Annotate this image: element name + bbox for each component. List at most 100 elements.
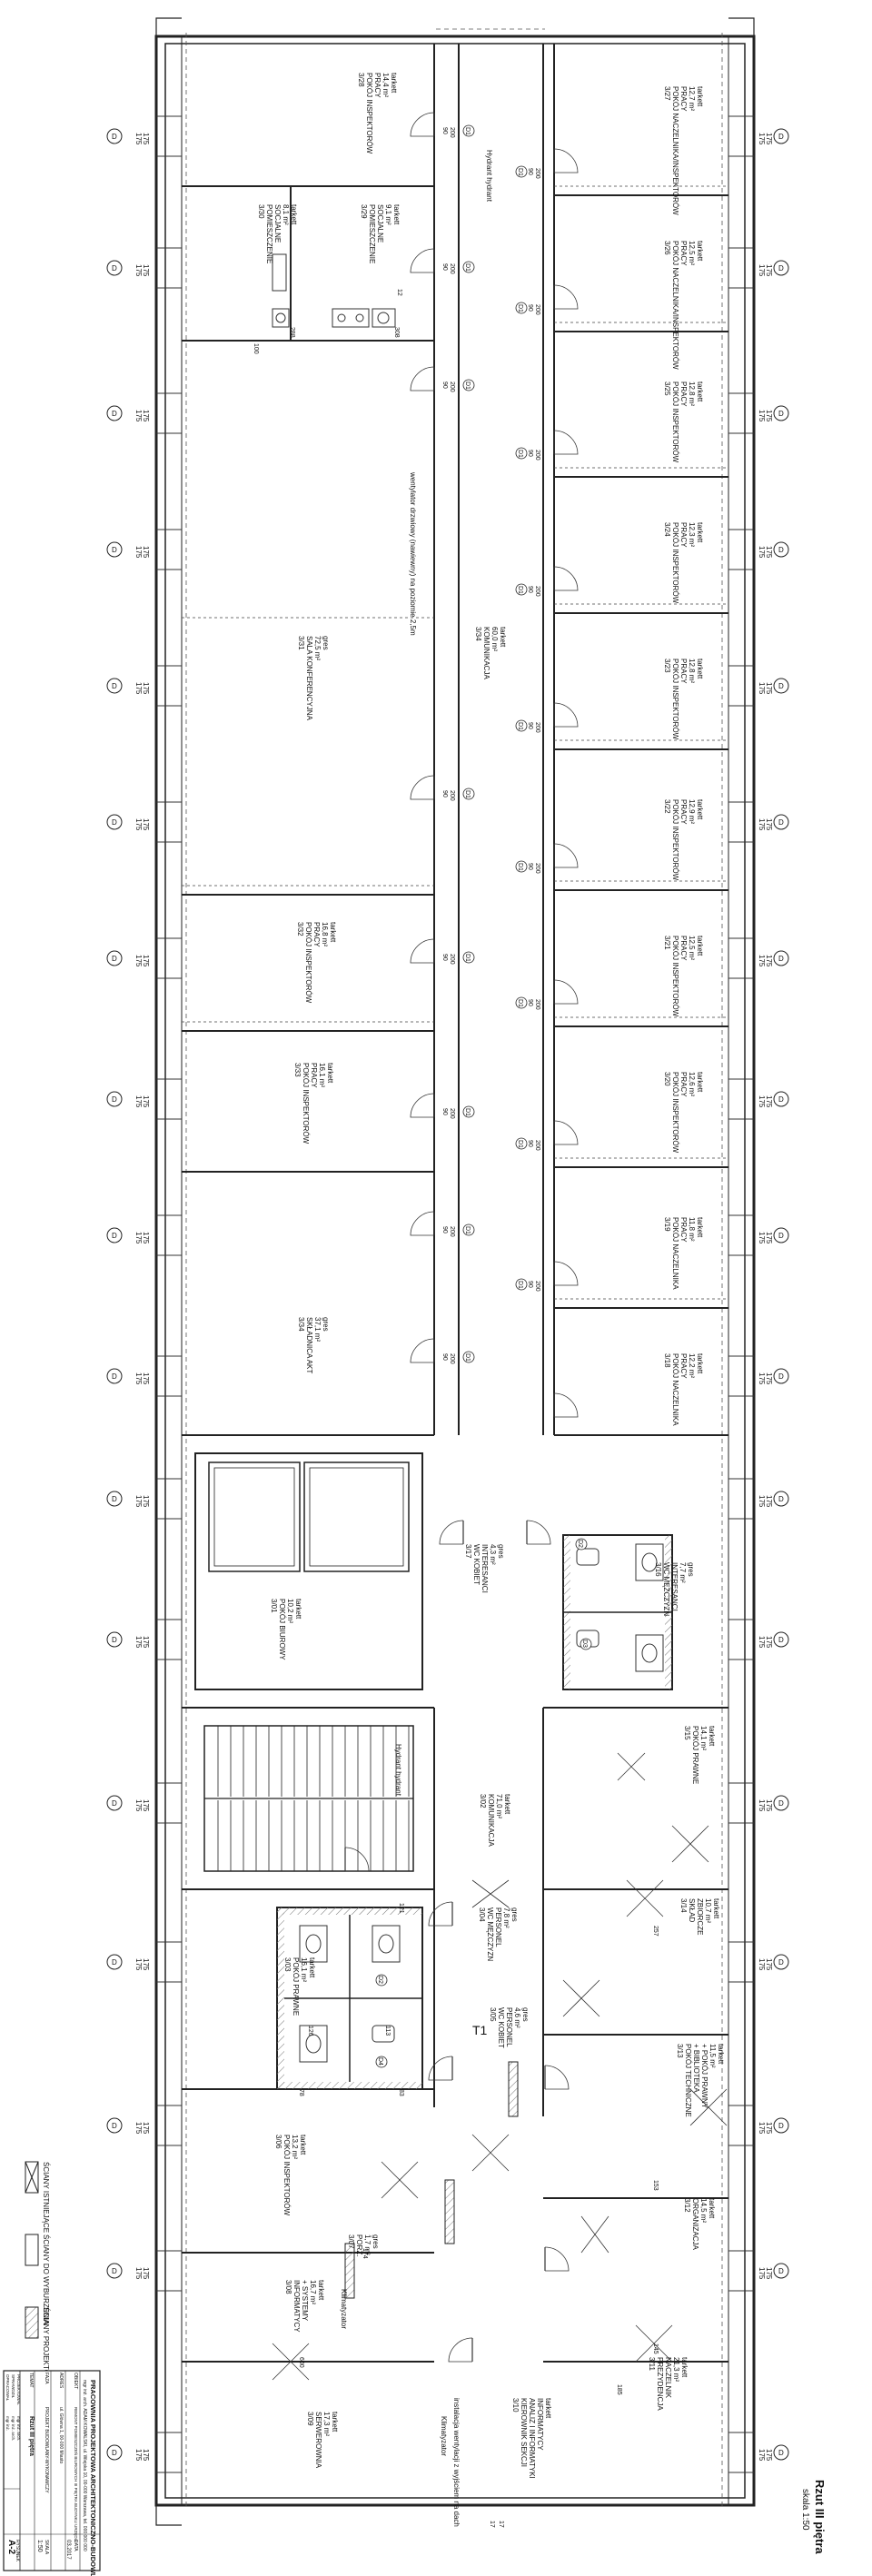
wc-core-right (562, 1534, 673, 1690)
demolished-wall-markers (272, 1752, 728, 2381)
wall-dim-tag: 175 (758, 2122, 766, 2135)
tb-sheet-label: RYSUNEK (15, 2540, 20, 2562)
room-label-line: tarkett (329, 922, 337, 943)
wall-dim-tag: 175 (758, 682, 766, 695)
staircase (203, 1725, 414, 1872)
axis-marker-label: D (778, 1495, 784, 1503)
room-label-line: 3/06 (274, 2135, 282, 2149)
room-label-line: PRACY (373, 73, 382, 98)
axis-marker-label: D (778, 2449, 784, 2457)
door-height-tag: 200 (534, 999, 540, 1010)
room-label-line: 16,8 m² (321, 922, 329, 946)
room-label-line: POKÓJ PRAWNE (292, 1957, 300, 2016)
room-label-line: SKŁAD (688, 1898, 696, 1922)
room-label-line: 12,5 m² (688, 936, 696, 960)
room-label-line: 12,2 m² (688, 1353, 696, 1378)
note-hydrant-mid: Hydrant hydrant (394, 1744, 402, 1797)
wall-dim-tag: 175 (134, 1232, 143, 1244)
room-label-line: POKÓJ NACZELNIKA/INSPEKTORÓW (671, 86, 679, 215)
room-label-line: INFORMATYCY (536, 2398, 544, 2451)
room-label-line: 14,5 m² (699, 2198, 708, 2223)
wall-dim-tag: 175 (765, 1799, 773, 1812)
tb-row-temat-k: TEMAT (28, 2373, 34, 2388)
door-height-tag: 200 (534, 1281, 540, 1292)
wall-dim-tag: 175 (134, 1958, 143, 1971)
room-label-line: tarkett (696, 659, 704, 679)
room-label-line: SKŁADNICA AKT (305, 1317, 313, 1373)
door-height-tag: 200 (449, 1353, 455, 1364)
room-label-line: POKÓJ INSPEKTORÓW (671, 522, 679, 604)
door-height-tag: 200 (534, 450, 540, 461)
door-height-tag: 200 (449, 790, 455, 801)
room-label-line: 3/34 (474, 627, 482, 641)
room-label-line: PRACY (679, 1072, 688, 1097)
title-block: PRACOWNIA PROJEKTOWA ARCHITEKTONICZNO-BU… (3, 2370, 101, 2576)
room-label-line: 3/24 (663, 522, 671, 537)
room-label-line: 3/26 (663, 241, 671, 255)
tb-people-2-role: OPRACOWAŁ (5, 2374, 10, 2402)
room-label-line: POKÓJ NACZELNIKA (671, 1353, 679, 1426)
room-label-line: WC KOBIET (497, 2007, 505, 2048)
door-height-tag: 200 (449, 263, 455, 274)
dim-78: 78 (298, 2089, 304, 2096)
room-label-line: INTERESANCI (481, 1544, 489, 1593)
room-label-line: 37,1 m² (313, 1317, 322, 1342)
door-type-tag: D1 (517, 586, 523, 594)
wall-dim-tag: 175 (758, 1495, 766, 1508)
wc-core-left (276, 1907, 423, 2090)
wall-dim-tag: 175 (134, 546, 143, 559)
wall-dim-tag: 175 (142, 1636, 150, 1649)
room-label-line: 3/33 (293, 1063, 302, 1077)
wall-dim-tag: 175 (142, 1958, 150, 1971)
dashed-exterior-lines (185, 28, 723, 2507)
room-label-line: tarkett (696, 86, 704, 107)
tb-row-obiekt-v: REMONT POMIESZCZEŃ BIUROWYCH III PIĘTRA … (74, 2407, 79, 2541)
wall-dim-tag: 175 (758, 2449, 766, 2462)
room-label-line: tarkett (294, 1599, 302, 1620)
room-label-line: 12,7 m² (688, 86, 696, 111)
wall-dim-tag: 175 (142, 1232, 150, 1244)
dim-126: 126 (307, 2026, 313, 2036)
elevator-shaft (194, 1452, 423, 1690)
axis-marker-label: D (778, 133, 784, 141)
dim-121: 121 (398, 1903, 404, 1914)
door-width-tag: 90 (527, 863, 533, 870)
door-type-tag: D1 (517, 722, 523, 730)
door-width-tag: 90 (527, 586, 533, 593)
door-type-tag: D1 (464, 1226, 471, 1234)
axis-marker-label: D (778, 1636, 784, 1644)
room-label-line: 21,3 m² (672, 2357, 680, 2382)
wall-dim-tag: 175 (758, 1232, 766, 1244)
wall-dim-tag: 175 (142, 818, 150, 831)
room-label-line: tarkett (696, 1217, 704, 1238)
door-height-tag: 200 (534, 304, 540, 315)
room-label-line: 3/20 (663, 1072, 671, 1086)
room-label-line: 3/14 (679, 1898, 688, 1913)
wall-dim-tag: 175 (134, 2122, 143, 2135)
room-label-line: 3/05 (489, 2007, 497, 2022)
axis-marker-label: D (778, 410, 784, 418)
axis-marker-label: D (112, 1799, 117, 1808)
dim-83: 83 (398, 2089, 404, 2096)
room-label-line: 3/08 (284, 2280, 292, 2294)
tb-people-0-name: mgr inż. arch. (16, 2416, 21, 2441)
room-label-line: 3/25 (663, 381, 671, 396)
door-width-tag: 90 (441, 954, 448, 961)
room-label-line: POKÓJ TECHNICZNE (684, 2044, 692, 2117)
tb-row-faza-v: PROJEKT BUDOWLANY-WYKONAWCZY (44, 2407, 49, 2493)
door-height-tag: 200 (534, 1140, 540, 1151)
room-label-line: 3/21 (663, 936, 671, 950)
left-dashed-partitions (182, 617, 434, 1023)
wall-dim-tag: 175 (134, 2449, 143, 2462)
room-label-line: 10,2 m² (286, 1599, 294, 1623)
